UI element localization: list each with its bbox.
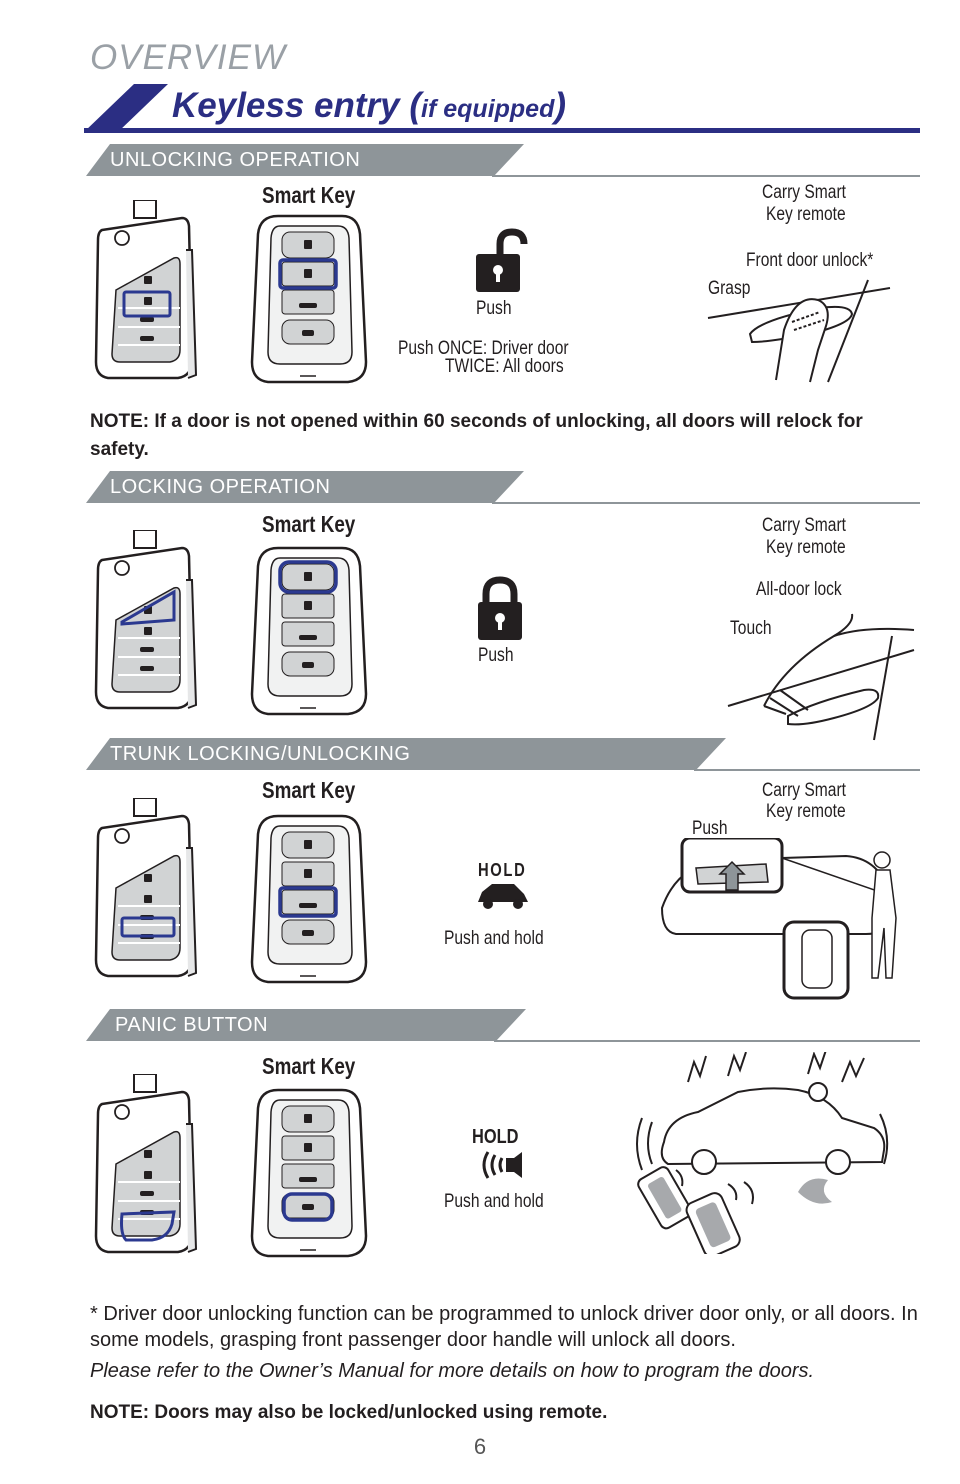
- smart-key-label: Smart Key: [262, 511, 356, 537]
- section-band-panic: [86, 1009, 920, 1042]
- unlock-action-label: Push: [476, 298, 512, 319]
- section-heading-trunk: TRUNK LOCKING/UNLOCKING: [110, 743, 411, 765]
- flip-key-fob: [94, 200, 198, 380]
- flip-key-fob: [94, 798, 198, 978]
- carry-remote-label: Carry Smart: [762, 182, 846, 203]
- carry-remote-label-2: Key remote: [766, 801, 846, 822]
- all-door-lock-label: All-door lock: [756, 579, 842, 600]
- section-band-trunk: [86, 738, 920, 771]
- page-title: Keyless entry (if equipped): [172, 86, 567, 125]
- flip-key-fob: [94, 530, 198, 710]
- footnote-programming: * Driver door unlocking function can be …: [90, 1303, 918, 1351]
- panic-hold-text: HOLD: [472, 1126, 519, 1148]
- carry-remote-label-2: Key remote: [766, 537, 846, 558]
- section-heading-unlocking: UNLOCKING OPERATION: [110, 149, 361, 171]
- smart-key-fob: [250, 214, 368, 384]
- section-heading-panic: PANIC BUTTON: [115, 1014, 269, 1036]
- title-qualifier: if equipped: [421, 95, 555, 123]
- unlock-detail-1: Push ONCE: Driver door: [398, 338, 569, 359]
- panic-alarm-icon: [482, 1151, 522, 1179]
- front-door-unlock-label: Front door unlock*: [746, 250, 874, 271]
- door-handle-touch-illustration: [727, 613, 915, 741]
- smart-key-label: Smart Key: [262, 182, 356, 208]
- lock-icon: [476, 576, 526, 642]
- trunk-push-label: Push: [692, 818, 728, 839]
- trunk-icon: [478, 884, 528, 909]
- trunk-action-label: Push and hold: [444, 928, 544, 949]
- door-handle-grasp-illustration: [707, 279, 891, 383]
- panic-alarm-illustration: [636, 1052, 889, 1254]
- section-heading-locking: LOCKING OPERATION: [110, 476, 331, 498]
- carry-remote-label-2: Key remote: [766, 204, 846, 225]
- footnote-owners-manual: Please refer to the Owner’s Manual for m…: [90, 1360, 815, 1382]
- flip-key-fob: [94, 1074, 198, 1254]
- trunk-hold-text: HOLD: [478, 860, 527, 880]
- smart-key-label: Smart Key: [262, 1053, 356, 1079]
- trunk-opener-illustration: [660, 838, 897, 1000]
- panic-action-label: Push and hold: [444, 1191, 544, 1212]
- title-bar: [84, 84, 920, 133]
- overview-heading: OVERVIEW: [90, 38, 287, 77]
- lock-action-label: Push: [478, 645, 514, 666]
- smart-key-label: Smart Key: [262, 777, 356, 803]
- unlock-icon: [474, 228, 528, 292]
- final-note: NOTE: Doors may also be locked/unlocked …: [90, 1402, 608, 1423]
- carry-remote-label: Carry Smart: [762, 515, 846, 536]
- section-band-locking: [86, 471, 920, 504]
- smart-key-fob: [250, 1088, 368, 1258]
- page-number: 6: [473, 1434, 487, 1459]
- smart-key-fob: [250, 546, 368, 716]
- grasp-label: Grasp: [708, 278, 751, 299]
- section-band-unlocking: [86, 144, 920, 177]
- smart-key-fob: [250, 814, 368, 984]
- unlock-note: NOTE: If a door is not opened within 60 …: [90, 411, 863, 460]
- carry-remote-label: Carry Smart: [762, 780, 846, 801]
- unlock-detail-2: TWICE: All doors: [445, 356, 564, 377]
- touch-label: Touch: [730, 618, 772, 639]
